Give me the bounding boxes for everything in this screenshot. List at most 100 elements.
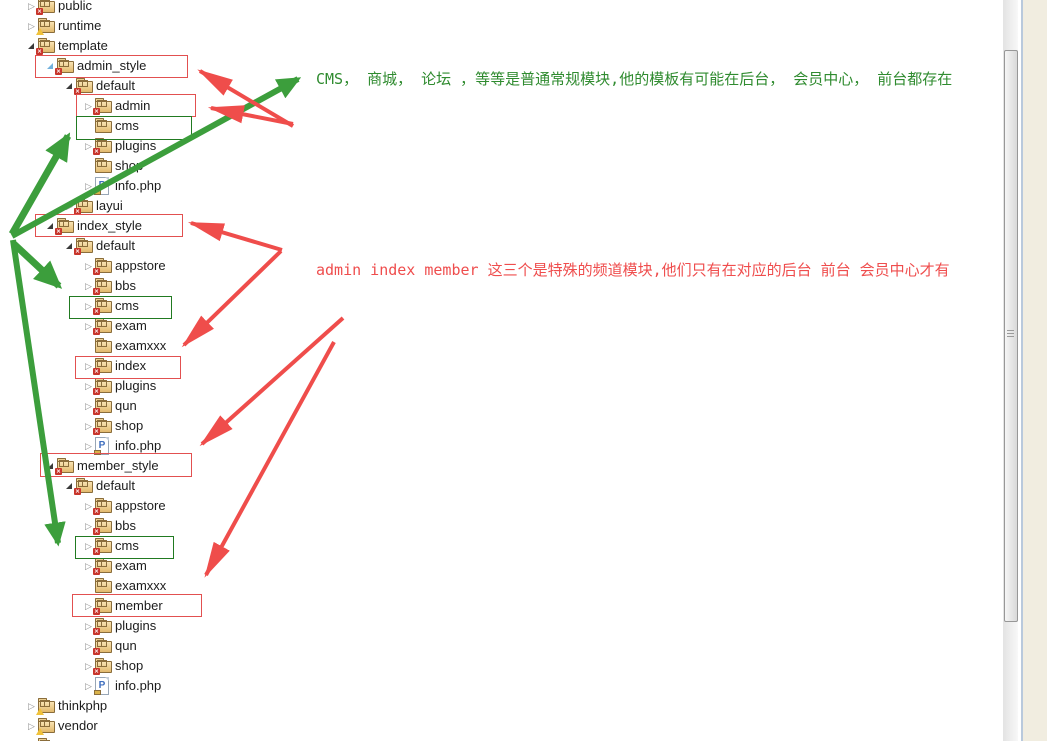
tree-item-thinkphp[interactable]: ▷thinkphp xyxy=(0,696,1000,716)
tree-item-label: plugins xyxy=(115,378,157,393)
expanded-arrow-icon[interactable] xyxy=(66,483,72,489)
red-highlight-box-member_style xyxy=(40,453,192,477)
tree-item-label: shop xyxy=(115,658,144,673)
tree-item-label: shop xyxy=(115,158,144,173)
collapsed-arrow-icon[interactable]: ▷ xyxy=(28,1,35,11)
scrollbar-grip xyxy=(1007,330,1014,338)
collapsed-arrow-icon[interactable]: ▷ xyxy=(28,701,35,711)
red-highlight-box-admin xyxy=(76,94,196,117)
tree-item-default[interactable]: ×default xyxy=(0,236,1000,256)
collapsed-arrow-icon[interactable]: ▷ xyxy=(85,621,92,631)
collapsed-arrow-icon[interactable]: ▷ xyxy=(85,361,92,371)
collapsed-arrow-icon[interactable]: ▷ xyxy=(85,661,92,671)
tree-item-qun[interactable]: ▷×qun xyxy=(0,636,1000,656)
red-note-text: admin index member 这三个是特殊的频道模块,他们只有在对应的后… xyxy=(316,261,950,279)
tree-item-runtime[interactable]: ▷ runtime xyxy=(0,16,1000,36)
folder-error-icon: × xyxy=(93,558,112,575)
tree-item-label: qun xyxy=(115,398,137,413)
tree-item-label: runtime xyxy=(58,18,102,33)
collapsed-arrow-icon[interactable]: ▷ xyxy=(85,441,92,451)
tree-item-label: admin_style xyxy=(77,58,147,73)
tree-item-public[interactable]: ▷×public xyxy=(0,0,1000,16)
tree-item-shop[interactable]: ▷×shop xyxy=(0,656,1000,676)
collapsed-arrow-icon[interactable]: ▷ xyxy=(85,261,92,271)
collapsed-arrow-icon[interactable]: ▷ xyxy=(85,521,92,531)
tree-item-examxxx[interactable]: examxxx xyxy=(0,576,1000,596)
folder-error-icon: × xyxy=(93,498,112,515)
tree-item-plugins[interactable]: ▷×plugins xyxy=(0,376,1000,396)
tree-item-appstore[interactable]: ▷×appstore xyxy=(0,256,1000,276)
tree-item-label: index xyxy=(115,358,147,373)
folder-error-icon: × xyxy=(93,418,112,435)
tree-item-label: vendor xyxy=(58,718,98,733)
collapsed-arrow-icon[interactable]: ▷ xyxy=(28,721,35,731)
folder-plain-icon xyxy=(95,338,112,353)
folder-error-icon: × xyxy=(74,238,93,255)
tree-item-label: qun xyxy=(115,638,137,653)
tree-item-label: examxxx xyxy=(115,578,167,593)
tree-item-template[interactable]: ×template xyxy=(0,36,1000,56)
tree-item-shop[interactable]: ▷×shop xyxy=(0,416,1000,436)
tree-item-exam[interactable]: ▷×exam xyxy=(0,316,1000,336)
folder-error-icon: × xyxy=(93,358,112,375)
expanded-arrow-icon[interactable] xyxy=(66,83,72,89)
panel-gap xyxy=(1018,0,1021,741)
tree-item-bbs[interactable]: ▷×bbs xyxy=(0,516,1000,536)
panel-edge-line xyxy=(1021,0,1023,741)
tree-item-plugins[interactable]: ▷×plugins xyxy=(0,616,1000,636)
tree-item-bbs[interactable]: ▷×bbs xyxy=(0,276,1000,296)
tree-item-admin_style[interactable]: ×admin_style xyxy=(0,56,1000,76)
collapsed-arrow-icon[interactable]: ▷ xyxy=(28,21,35,31)
tree-item-index[interactable]: ▷×index xyxy=(0,356,1000,376)
collapsed-arrow-icon[interactable]: ▷ xyxy=(85,561,92,571)
expanded-arrow-icon[interactable] xyxy=(66,243,72,249)
collapsed-arrow-icon[interactable]: ▷ xyxy=(85,301,92,311)
tree-item-vendor[interactable]: ▷ vendor xyxy=(0,716,1000,736)
tree-item-label: examxxx xyxy=(115,338,167,353)
collapsed-arrow-icon[interactable]: ▷ xyxy=(85,601,92,611)
collapsed-arrow-icon[interactable]: ▷ xyxy=(85,401,92,411)
tree-item-qun[interactable]: ▷×qun xyxy=(0,396,1000,416)
tree-item-label: cms xyxy=(115,298,139,313)
collapsed-arrow-icon[interactable]: ▷ xyxy=(85,421,92,431)
tree-item-label: appstore xyxy=(115,498,166,513)
tree-item-layui[interactable]: ▷×layui xyxy=(0,196,1000,216)
collapsed-arrow-icon[interactable]: ▷ xyxy=(85,641,92,651)
folder-error-icon: × xyxy=(93,318,112,335)
collapsed-arrow-icon[interactable]: ▷ xyxy=(85,501,92,511)
collapsed-arrow-icon[interactable]: ▷ xyxy=(85,281,92,291)
red-highlight-box-index_style xyxy=(35,214,183,237)
tree-item-cms[interactable]: ▷×cms xyxy=(0,296,1000,316)
tree-item-partial[interactable]: ▷ xyxy=(0,736,1000,741)
tree-item-shop[interactable]: shop xyxy=(0,156,1000,176)
tree-item-label: default xyxy=(96,478,136,493)
folder-warning-icon xyxy=(36,18,55,35)
folder-error-icon: × xyxy=(93,598,112,615)
tree-item-appstore[interactable]: ▷×appstore xyxy=(0,496,1000,516)
expanded-arrow-icon[interactable] xyxy=(47,63,53,69)
collapsed-arrow-icon[interactable]: ▷ xyxy=(85,321,92,331)
green-highlight-box-cms xyxy=(75,536,174,559)
expanded-arrow-icon[interactable] xyxy=(28,43,34,49)
tree-item-label: layui xyxy=(96,198,123,213)
folder-error-icon: × xyxy=(93,518,112,535)
collapsed-arrow-icon[interactable]: ▷ xyxy=(85,541,92,551)
folder-error-icon: × xyxy=(93,638,112,655)
folder-warning-icon xyxy=(36,718,55,735)
tree-item-examxxx[interactable]: examxxx xyxy=(0,336,1000,356)
tree-item-member[interactable]: ▷×member xyxy=(0,596,1000,616)
tree-item-default[interactable]: ×default xyxy=(0,476,1000,496)
tree-item-exam[interactable]: ▷×exam xyxy=(0,556,1000,576)
collapsed-arrow-icon[interactable]: ▷ xyxy=(85,681,92,691)
vertical-scrollbar-thumb[interactable] xyxy=(1004,50,1018,622)
tree-item-label: bbs xyxy=(115,518,136,533)
tree-item-label: template xyxy=(58,38,108,53)
tree-item-cms[interactable]: ▷×cms xyxy=(0,536,1000,556)
folder-error-icon: × xyxy=(93,258,112,275)
collapsed-arrow-icon[interactable]: ▷ xyxy=(85,381,92,391)
php-file-icon: P xyxy=(94,437,109,455)
